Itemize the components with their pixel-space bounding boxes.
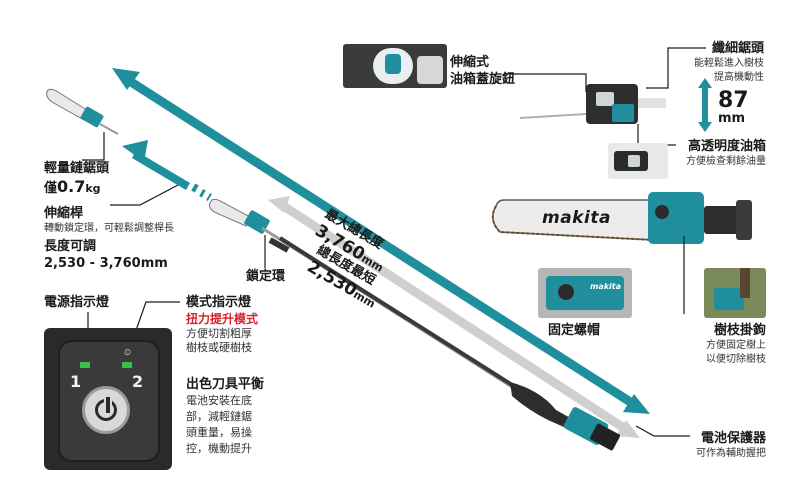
power-button[interactable]	[82, 386, 130, 434]
callout-battery-guard: 電池保護器 可作為輔助握把	[680, 430, 766, 461]
callout-oil-tank: 高透明度油箱 方便檢查剩餘油量	[660, 138, 766, 169]
oil-tank-title: 高透明度油箱	[687, 139, 766, 154]
head-height-dimension: 87 mm	[718, 90, 749, 126]
mode-icon: ⏲	[124, 348, 132, 358]
branch-hook-title: 樹枝掛鉤	[713, 323, 766, 338]
head-closeup	[519, 78, 712, 132]
lock-ring-title: 鎖定環	[246, 269, 286, 284]
weight-prefix: 僅	[44, 181, 58, 196]
slim-head-title: 纖細鋸頭	[711, 41, 764, 56]
callout-telescopic-pole: 伸縮桿 轉動鎖定環，可輕鬆調整桿長 長度可調 2,530 - 3,760mm	[44, 205, 174, 272]
power-indicator-title: 電源指示燈	[44, 295, 110, 310]
telescopic-arrow	[122, 140, 212, 201]
branch-hook-desc2: 以便切除樹枝	[706, 354, 766, 365]
slim-head-desc1: 能輕鬆進入樹枝	[694, 58, 764, 69]
callout-branch-hook: 樹枝掛鉤 方便固定樹上 以便切除樹枝	[676, 322, 766, 367]
tool-balance-desc4: 控，機動提升	[186, 442, 252, 455]
mode-indicator-desc1: 方便切割粗厚	[186, 327, 252, 340]
callout-power-indicator: 電源指示燈	[44, 294, 109, 311]
pole-range-title: 長度可調	[44, 239, 97, 254]
light-head-title: 輕量鏈鋸頭	[44, 161, 110, 176]
telescopic-cap-line2: 油箱蓋旋鈕	[450, 72, 516, 87]
fixing-nut-title: 固定螺帽	[548, 323, 601, 338]
branch-hook-photo	[704, 268, 766, 318]
weight-unit: kg	[85, 182, 101, 195]
telescopic-cap-line1: 伸縮式	[450, 55, 490, 70]
mode-indicator-title: 模式指示燈	[186, 295, 252, 310]
fuel-cap-photo	[343, 44, 447, 88]
max-length-arrow	[112, 68, 650, 414]
small-saw-head	[46, 88, 119, 135]
logo-small: makita	[590, 282, 622, 291]
battery-guard-title: 電池保護器	[700, 431, 766, 446]
large-saw-head	[491, 192, 752, 244]
callout-telescopic-cap: 伸縮式 油箱蓋旋鈕	[450, 54, 515, 88]
weight-value: 0.7	[57, 177, 86, 196]
branch-hook-desc1: 方便固定樹上	[706, 340, 766, 351]
mode-1-label: 1	[70, 372, 82, 391]
mode-2-label: 2	[132, 372, 144, 391]
callout-slim-saw-head: 纖細鋸頭 能輕鬆進入樹枝 提高機動性	[660, 40, 764, 85]
tool-balance-desc2: 部，減輕鏈鋸	[186, 410, 252, 423]
pole-title: 伸縮桿	[44, 206, 84, 221]
mode-indicator-led	[122, 362, 132, 368]
callout-mode-indicator: 模式指示燈 扭力提升模式 方便切割粗厚 樹枝或硬樹枝	[186, 294, 258, 355]
oil-tank-desc: 方便檢查剩餘油量	[686, 156, 766, 167]
head-height-unit: mm	[718, 111, 746, 126]
slim-head-desc2: 提高機動性	[714, 72, 764, 83]
callout-lock-ring: 鎖定環	[246, 268, 285, 285]
callout-tool-balance: 出色刀具平衡 電池安裝在底 部，減輕鏈鋸 頭重量，易操 控，機動提升	[186, 376, 264, 457]
mode-indicator-mode: 扭力提升模式	[186, 312, 259, 326]
pole-saw	[208, 198, 620, 451]
pole-desc: 轉動鎖定環，可輕鬆調整桿長	[44, 223, 174, 234]
tool-balance-desc3: 頭重量，易操	[186, 426, 252, 439]
power-indicator-led	[80, 362, 90, 368]
tool-balance-title: 出色刀具平衡	[186, 377, 265, 392]
large-saw-logo: makita	[542, 208, 611, 228]
head-height-value: 87	[718, 88, 749, 113]
control-panel: ⏲ 1 2	[44, 328, 172, 470]
tool-balance-desc1: 電池安裝在底	[186, 394, 252, 407]
callout-light-head: 輕量鏈鋸頭 僅0.7kg	[44, 160, 109, 199]
callout-fixing-nut: 固定螺帽	[548, 322, 600, 339]
pole-range-value: 2,530 - 3,760mm	[44, 256, 168, 271]
mode-indicator-desc2: 樹枝或硬樹枝	[186, 341, 252, 354]
fixing-nut-photo: makita	[538, 268, 632, 318]
min-length-arrow	[268, 196, 640, 438]
battery-guard-desc: 可作為輔助握把	[696, 448, 766, 459]
oil-tank-photo	[608, 143, 668, 179]
